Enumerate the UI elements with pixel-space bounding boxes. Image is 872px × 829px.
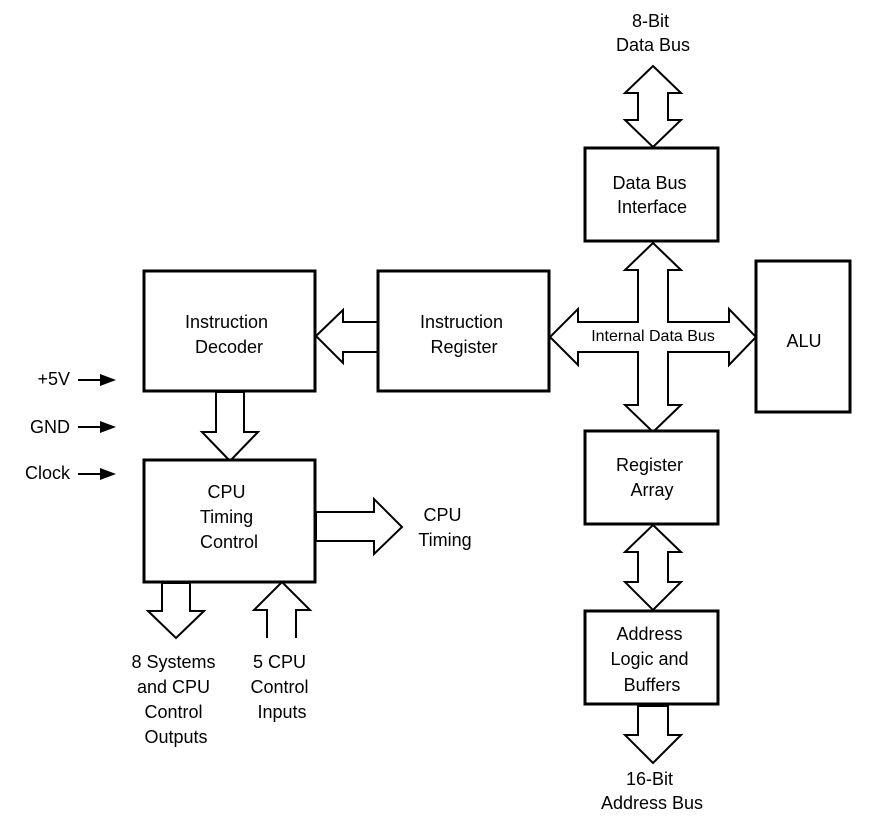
- decoder-to-timing-arrow: [199, 391, 261, 463]
- alu-box: [754, 259, 852, 414]
- gnd-arrowhead: [100, 421, 116, 433]
- clock-label: Clock: [25, 463, 71, 483]
- control-inputs-label: 5 CPU Control Inputs: [250, 652, 313, 722]
- cpu-timing-control-box: [142, 458, 317, 584]
- clock-arrowhead: [100, 468, 116, 480]
- plus5v-label: +5V: [37, 369, 70, 389]
- instruction-register-label: Instruction Register: [420, 312, 508, 357]
- control-inputs-arrow: [251, 580, 313, 638]
- data-bus-interface-label: Data Bus Interface: [612, 173, 691, 217]
- gnd-label: GND: [30, 417, 70, 437]
- cpu-timing-output-label: CPU Timing: [418, 505, 471, 550]
- internal-data-bus-label: Internal Data Bus: [591, 328, 715, 345]
- data-bus-arrow: [622, 64, 684, 149]
- alu-label: ALU: [786, 331, 821, 351]
- cpu-timing-control-label: CPU Timing Control: [200, 482, 258, 552]
- instruction-register-box: [376, 269, 551, 393]
- instruction-decoder-label: Instruction Decoder: [185, 312, 273, 357]
- cpu-timing-arrow: [315, 496, 404, 557]
- address-logic-box: [583, 609, 720, 706]
- system-outputs-label: 8 Systems and CPU Control Outputs: [131, 652, 220, 747]
- address-logic-label: Address Logic and Buffers: [610, 624, 693, 695]
- data-bus-8bit-label: 8-Bit Data Bus: [616, 11, 690, 55]
- register-array-label: Register Array: [616, 455, 688, 500]
- register-address-arrow: [622, 523, 684, 612]
- register-to-decoder-arrow: [314, 307, 379, 366]
- address-bus-16bit-label: 16-Bit Address Bus: [601, 769, 703, 813]
- instruction-decoder-box: [142, 269, 317, 393]
- register-array-box: [583, 429, 720, 526]
- plus5v-arrowhead: [100, 374, 116, 386]
- data-bus-interface-box: [583, 146, 720, 243]
- system-outputs-arrow: [145, 582, 207, 640]
- address-bus-arrow: [622, 705, 684, 765]
